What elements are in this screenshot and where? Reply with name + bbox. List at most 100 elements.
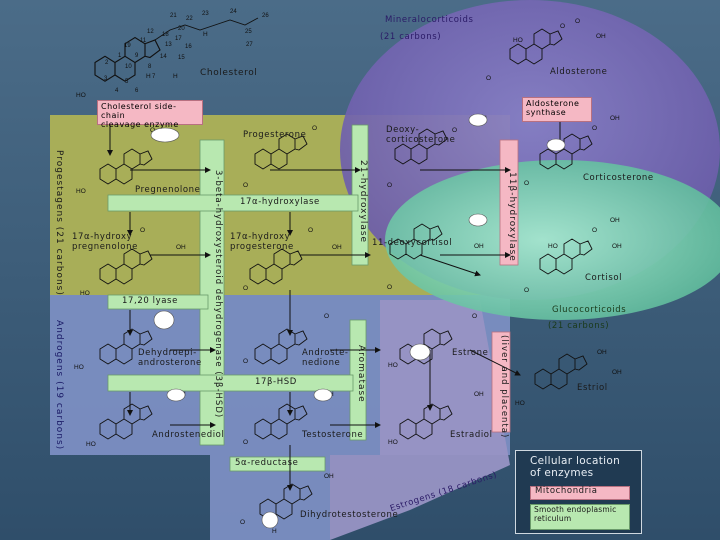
c12: 12 [147, 29, 154, 35]
c9: 9 [135, 53, 139, 59]
o-aldosterone-top-2: O [575, 18, 580, 25]
estrogen-region [330, 300, 510, 540]
o-deoxycorticosterone-top: O [452, 127, 457, 134]
hydroxylase11-bar [499, 139, 519, 266]
label-mineralocorticoids: Mineralocorticoids [385, 15, 474, 25]
c20: 20 [178, 26, 185, 32]
label-corticosterone: Corticosterone [583, 173, 654, 183]
label-dhea: Dehydroepi- androsterone [138, 348, 202, 368]
oh-dht: OH [324, 473, 334, 480]
c10: 10 [125, 64, 132, 70]
c7: 7 [152, 74, 156, 80]
o-deoxycortisol: O [387, 284, 392, 291]
c14: 14 [160, 54, 167, 60]
enzyme-sidechain: Cholesterol side-chain cleavage enzyme [97, 100, 203, 129]
structure-cholesterol [94, 17, 259, 82]
label-gluco-carbons: (21 carbons) [548, 321, 610, 331]
oh-deoxycortisol: OH [474, 243, 484, 250]
o-progesterone-top: O [312, 125, 317, 132]
label-androstenedione: Androste- nedione [302, 348, 349, 368]
label-glucocorticoids: Glucocorticoids [552, 305, 627, 315]
label-progestagens: Progestagens (21 carbons) [54, 150, 64, 296]
oh-estriol: OH [612, 369, 622, 376]
oh-cortisol: OH [612, 243, 622, 250]
enzyme-hsd3b: 3-beta-hydroxysteroid dehydrogenase (3β-… [213, 170, 223, 419]
ho-androstenediol: HO [86, 441, 96, 448]
o-cortisol-top: O [592, 227, 597, 234]
liver-bar [491, 331, 511, 433]
label-cortisol: Cortisol [585, 273, 623, 283]
reductase-bar [229, 456, 326, 472]
enzyme-hydroxylase11: 11β-hydroxylase [507, 172, 517, 262]
o-hydroxyprogesterone-top: O [308, 227, 313, 234]
h-cholesterol-1: H [146, 73, 151, 80]
ho-pregnenolone: HO [76, 188, 86, 195]
o-androstenedione: O [324, 313, 329, 320]
c24: 24 [230, 9, 237, 15]
enzyme-lyase: 17,20 lyase [122, 296, 178, 306]
oh-estriol-top: OH [597, 349, 607, 356]
enzyme-hydroxylase17: 17α-hydroxylase [240, 197, 320, 207]
c15: 15 [178, 55, 185, 61]
c3: 3 [104, 76, 108, 82]
label-estradiol: Estradiol [450, 430, 493, 440]
label-androgens: Androgens (19 carbons) [54, 320, 64, 451]
h-cholesterol-2: H [173, 73, 178, 80]
oh-corticosterone: OH [610, 115, 620, 122]
label-estriol: Estriol [577, 383, 608, 393]
label-androstenediol: Androstenediol [152, 430, 225, 440]
o-androstenedione-ring: O [243, 358, 248, 365]
legend-er: Smooth endoplasmic reticulum [530, 504, 630, 530]
legend-mitochondria-label: Mitochondria [535, 486, 598, 496]
c19: 19 [124, 43, 131, 49]
oh-hydroxyprogesterone: OH [332, 244, 342, 251]
enzyme-liver: (liver and placenta) [499, 335, 509, 439]
label-estrone: Estrone [452, 348, 489, 358]
ho-estrone: HO [388, 362, 398, 369]
legend-er-label: Smooth endoplasmic reticulum [534, 505, 617, 523]
label-deoxycorticosterone: Deoxy- corticosterone [386, 125, 456, 145]
o-testosterone: O [243, 439, 248, 446]
oh-cortisol-top: OH [610, 217, 620, 224]
enzyme-aromatase: Aromatase [356, 345, 366, 403]
c5: 5 [125, 79, 129, 85]
label-deoxycortisol: 11-deoxycortisol [372, 238, 453, 248]
o-deoxycorticosterone: O [387, 182, 392, 189]
hydroxylase17-bar [107, 194, 359, 212]
enzyme-hydroxylase21: 21-hydroxylase [358, 160, 368, 244]
highlight-bubbles [150, 113, 566, 529]
c4: 4 [115, 88, 119, 94]
label-mineralo-carbons: (21 carbons) [380, 32, 442, 42]
label-aldosterone: Aldosterone [550, 67, 608, 77]
legend-mitochondria: Mitochondria [530, 486, 630, 500]
c26: 26 [262, 13, 269, 19]
ho-hydroxypregnenolone: HO [80, 290, 90, 297]
o-aldosterone: O [486, 75, 491, 82]
c22: 22 [186, 16, 193, 22]
c6: 6 [135, 88, 139, 94]
o-aldosterone-top-1: O [560, 23, 565, 30]
c23: 23 [202, 11, 209, 17]
ho-dhea: HO [74, 364, 84, 371]
label-hydroxyprogesterone: 17α-hydroxy progesterone [230, 232, 294, 252]
o-hydroxyprogesterone: O [243, 285, 248, 292]
ho-estriol: HO [515, 400, 525, 407]
c16: 16 [185, 44, 192, 50]
label-cholesterol: Cholesterol [200, 68, 258, 78]
o-pregnenolone: O [150, 127, 155, 134]
label-hydroxypregnenolone: 17α-hydroxy pregnenolone [72, 232, 138, 252]
c2: 2 [105, 60, 109, 66]
label-testosterone: Testosterone [302, 430, 364, 440]
oh-hydroxypregnenolone: OH [176, 244, 186, 251]
o-cortisol: O [524, 287, 529, 294]
hsd17b-bar [107, 374, 354, 392]
o-hydroxypregnenolone: O [140, 227, 145, 234]
c17: 17 [175, 36, 182, 42]
h-cholesterol-3: H [203, 31, 208, 38]
o-corticosterone: O [524, 180, 529, 187]
ho-aldosterone: HO [513, 37, 523, 44]
enzyme-aldosynthase: Aldosterone synthase [522, 97, 592, 122]
o-dht: O [240, 519, 245, 526]
h-dht: H [272, 528, 277, 535]
